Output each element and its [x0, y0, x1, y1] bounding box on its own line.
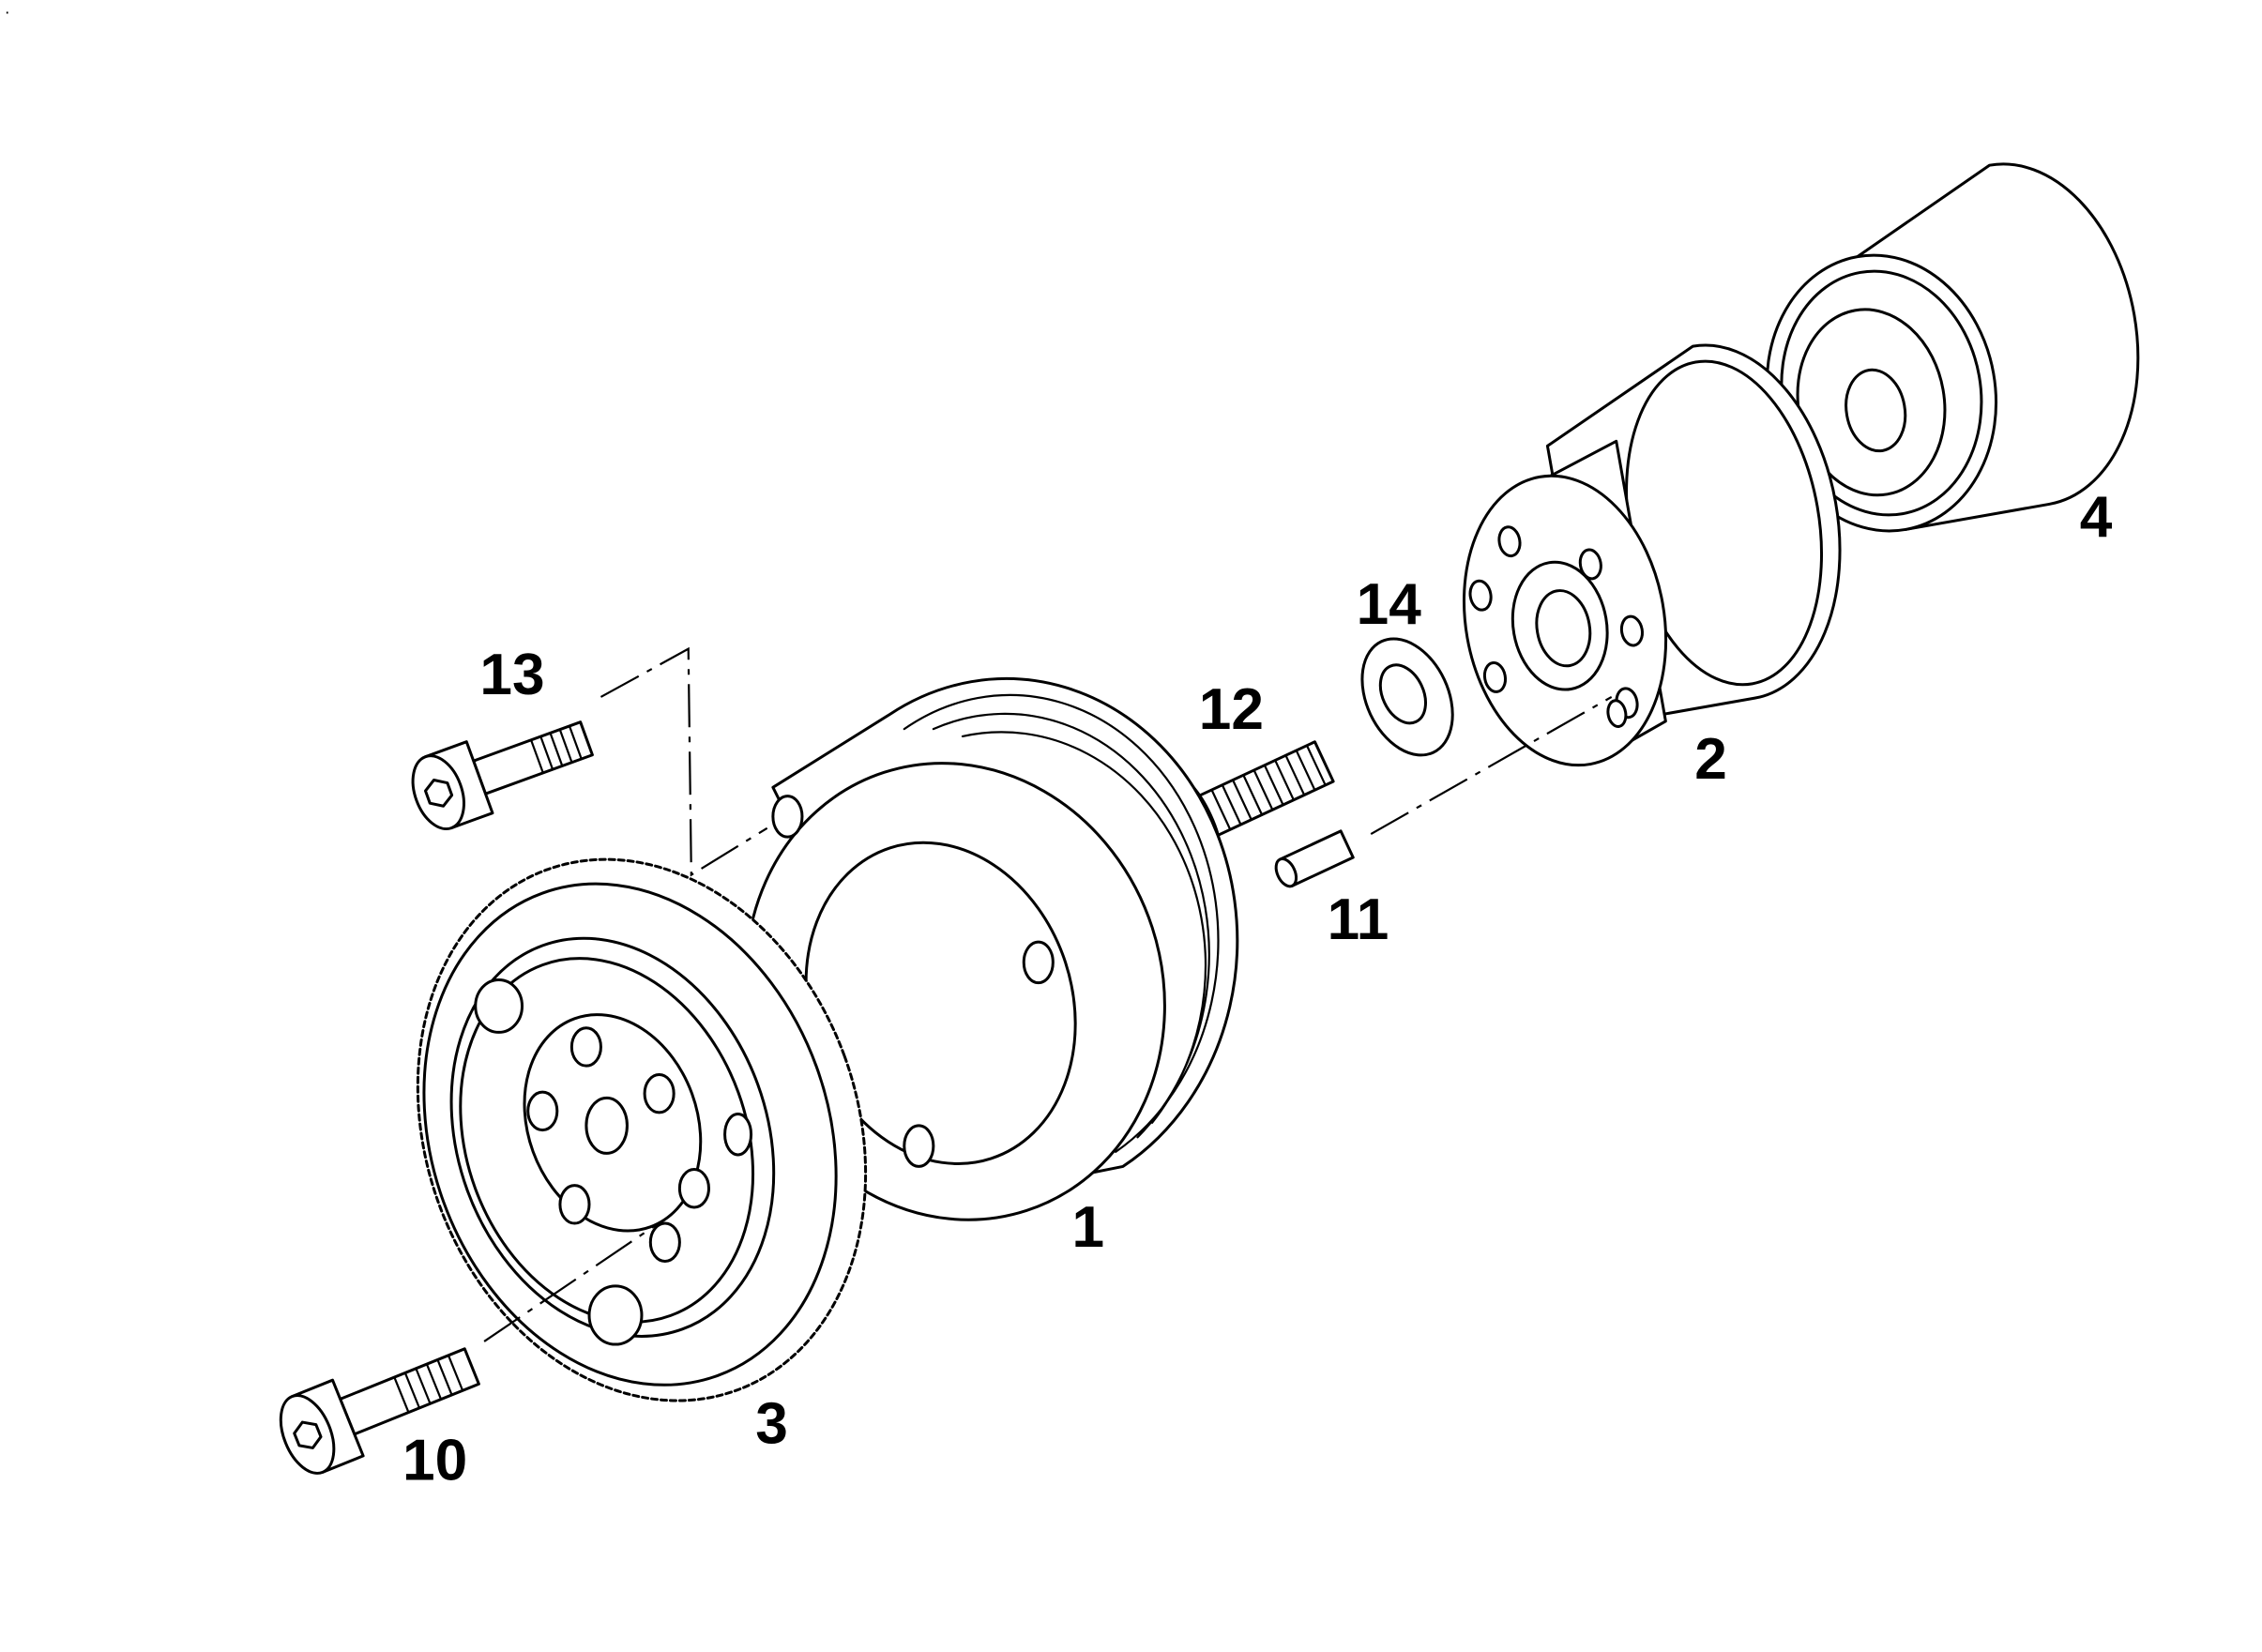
callout-2: 2	[1694, 727, 1727, 792]
part-11-dowel-pin	[1272, 831, 1353, 889]
callout-11: 11	[1328, 887, 1389, 952]
callout-1: 1	[1072, 1195, 1105, 1260]
corner-mark: ·	[5, 2, 10, 22]
part-3-gear	[344, 796, 939, 1463]
part-13-cap-screw	[403, 703, 600, 836]
callout-13: 13	[479, 643, 544, 707]
callout-14: 14	[1357, 572, 1422, 637]
part-14-washer	[1344, 624, 1470, 769]
callout-3: 3	[755, 1392, 788, 1457]
part-2-hub	[1424, 326, 1873, 781]
assembly-centerlines	[484, 649, 1612, 1341]
callout-4: 4	[2080, 485, 2113, 550]
part-4-cap	[1734, 145, 2164, 550]
part-10-cap-screw	[270, 1330, 488, 1481]
callout-10: 10	[402, 1429, 467, 1493]
callout-12: 12	[1199, 677, 1264, 742]
